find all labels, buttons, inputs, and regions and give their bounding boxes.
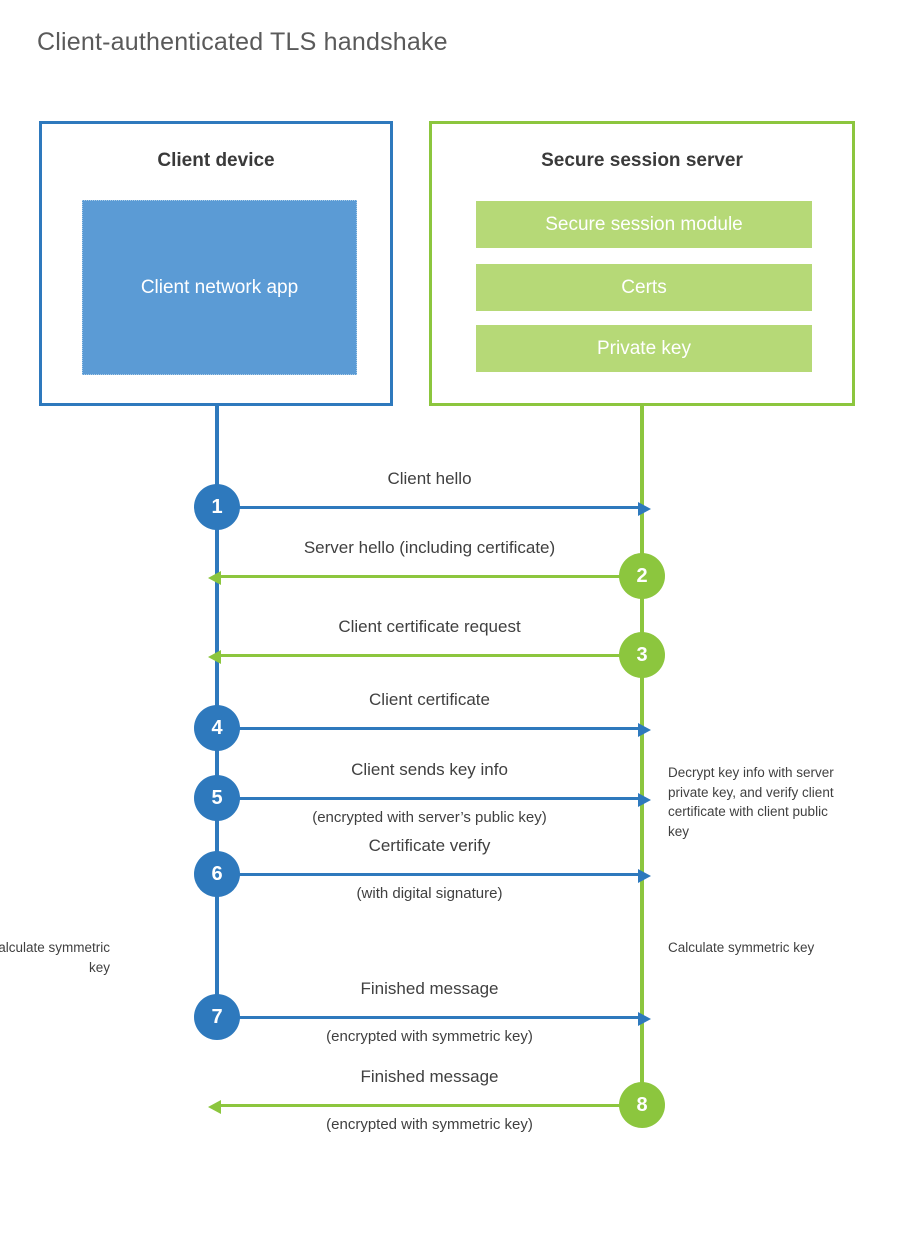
message-label-4: Client certificate (369, 690, 490, 709)
client-network-app-block: Client network app (82, 200, 357, 375)
arrow-line-6 (217, 873, 642, 876)
note-client-calculate-symmetric-key: Calculate symmetric key (0, 940, 110, 975)
secure-session-server-box: Secure session server Secure session mod… (429, 121, 855, 406)
note-server-calculate-symmetric-key: Calculate symmetric key (668, 940, 815, 955)
arrow-line-7 (217, 1016, 642, 1019)
step-number-badge-4[interactable]: 4 (194, 705, 240, 751)
message-sublabel-8: (encrypted with symmetric key) (326, 1116, 533, 1133)
arrow-line-8 (217, 1104, 642, 1107)
step-number-badge-1[interactable]: 1 (194, 484, 240, 530)
server-module-block: Private key (476, 325, 812, 372)
arrow-head-4 (638, 723, 651, 737)
message-sublabel-7: (encrypted with symmetric key) (326, 1028, 533, 1045)
message-label-5: Client sends key info (351, 760, 508, 779)
client-device-title: Client device (157, 150, 275, 171)
message-sublabel-5: (encrypted with server’s public key) (312, 809, 547, 826)
arrow-line-1 (217, 506, 642, 509)
arrow-line-4 (217, 727, 642, 730)
arrow-head-2 (208, 571, 221, 585)
step-number-badge-3[interactable]: 3 (619, 632, 665, 678)
secure-session-server-title: Secure session server (541, 150, 743, 171)
arrow-line-2 (217, 575, 642, 578)
step-number-badge-2[interactable]: 2 (619, 553, 665, 599)
message-label-8: Finished message (360, 1067, 499, 1086)
arrow-head-5 (638, 793, 651, 807)
note-server-decrypt: Decrypt key info with server private key… (668, 765, 834, 839)
step-number-badge-5[interactable]: 5 (194, 775, 240, 821)
message-label-3: Client certificate request (338, 617, 521, 636)
arrow-head-3 (208, 650, 221, 664)
arrow-head-7 (638, 1012, 651, 1026)
client-device-box: Client device Client network app (39, 121, 393, 406)
page-title: Client-authenticated TLS handshake (37, 28, 448, 56)
message-label-7: Finished message (360, 979, 499, 998)
server-module-block: Certs (476, 264, 812, 311)
message-sublabel-6: (with digital signature) (356, 885, 503, 902)
step-number-badge-7[interactable]: 7 (194, 994, 240, 1040)
step-number-badge-8[interactable]: 8 (619, 1082, 665, 1128)
step-number-badge-6[interactable]: 6 (194, 851, 240, 897)
server-module-block: Secure session module (476, 201, 812, 248)
arrow-line-5 (217, 797, 642, 800)
arrow-head-6 (638, 869, 651, 883)
arrow-head-1 (638, 502, 651, 516)
server-lifeline (640, 406, 644, 1105)
arrow-head-8 (208, 1100, 221, 1114)
arrow-line-3 (217, 654, 642, 657)
message-label-1: Client hello (387, 469, 472, 488)
message-label-2: Server hello (including certificate) (303, 538, 556, 557)
message-label-6: Certificate verify (368, 836, 491, 855)
